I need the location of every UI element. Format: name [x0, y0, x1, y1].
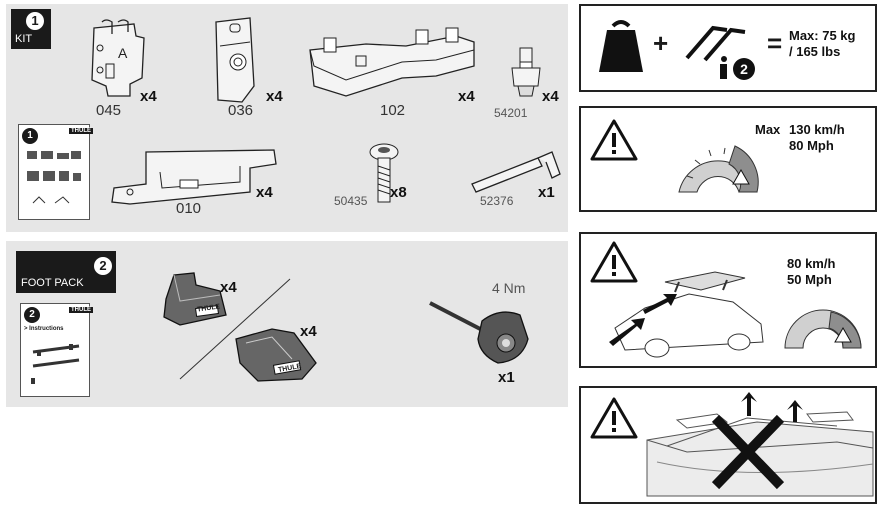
foot-b-illustration: [235, 328, 317, 382]
kit-booklet-number: 1: [22, 128, 38, 144]
weight-icon: [599, 20, 643, 72]
svg-text:A: A: [118, 45, 128, 61]
part-50435-code: 50435: [334, 194, 368, 208]
torque-value: 4 Nm: [492, 280, 526, 296]
speed-gauge-icon: [678, 145, 759, 193]
foot-pack-instruction-booklet: 2 THULE > Instructions: [20, 303, 93, 397]
warning-triangle-icon: [590, 119, 638, 161]
max-speed-prefix: Max: [755, 122, 781, 137]
kit-instruction-booklet: 1 THULE: [18, 124, 93, 220]
part-52376-code: 52376: [480, 194, 514, 208]
part-50435-qty: x8: [390, 184, 407, 201]
car-with-load-icon: [609, 271, 764, 358]
part-102-code: 102: [380, 102, 406, 119]
foot-booklet-title: > Instructions: [24, 326, 64, 332]
no-lifting-box: [579, 386, 877, 504]
foot-booklet-brand: THULE: [69, 307, 93, 313]
kit-booklet-brand: THULE: [69, 128, 93, 134]
part-102-illustration: [309, 27, 475, 97]
part-045-illustration: A: [91, 19, 145, 97]
foot-pack-panel: 2 FOOT PACK 2 THULE > Instructions THULE…: [6, 241, 568, 407]
part-036-illustration: [215, 17, 255, 103]
plus-sign: +: [653, 28, 669, 58]
foot-pack-badge-number-circle: 2: [94, 257, 112, 275]
foot-a-illustration: [163, 272, 227, 326]
foot-a-qty: x4: [220, 279, 237, 296]
part-54201-illustration: [511, 47, 541, 97]
roof-lift-prohibited-icon: [646, 392, 874, 497]
max-speed-box: Max 130 km/h 80 Mph: [579, 106, 877, 212]
foot-booklet-bars-icon: [31, 344, 80, 384]
foot-divider-line: [179, 278, 291, 380]
equals-sign: =: [767, 28, 783, 58]
warning-triangle-icon: [590, 397, 638, 439]
part-045-qty: x4: [140, 88, 157, 105]
part-102-qty: x4: [458, 88, 475, 105]
part-52376-qty: x1: [538, 184, 555, 201]
foot-b-qty: x4: [300, 323, 317, 340]
kit-booklet-parts-icon: [27, 151, 81, 204]
part-54201-code: 54201: [494, 106, 528, 120]
part-010-illustration: [111, 149, 277, 205]
max-load-box: + 2 = Max: 75 kg / 165 lbs: [579, 4, 877, 92]
load-speed-text: 80 km/h 50 Mph: [787, 256, 836, 287]
part-54201-qty: x4: [542, 88, 559, 105]
part-52376-illustration: [471, 151, 561, 193]
kit-badge-number-circle: 1: [26, 12, 44, 30]
foot-booklet-number: 2: [24, 307, 40, 323]
part-036-code: 036: [228, 102, 254, 119]
part-045-code: 045: [96, 102, 122, 119]
kit-badge: 1 KIT: [11, 9, 51, 49]
torque-tool-qty: x1: [498, 369, 515, 386]
info-number-circle: 2: [733, 58, 755, 80]
foot-pack-badge: 2 FOOT PACK: [16, 251, 116, 293]
max-speed-text: 130 km/h 80 Mph: [789, 122, 845, 153]
part-50435-illustration: [369, 143, 399, 203]
torque-tool-illustration: [429, 301, 529, 364]
kit-badge-label: KIT: [15, 33, 33, 45]
roof-bars-icon: [685, 25, 746, 62]
kit-panel: 1 KIT A x4 045 x4 036 x4 102 x: [6, 4, 568, 232]
load-speed-box: 80 km/h 50 Mph: [579, 232, 877, 368]
warning-triangle-icon: [590, 241, 638, 283]
part-010-qty: x4: [256, 184, 273, 201]
part-036-qty: x4: [266, 88, 283, 105]
speed-gauge-icon: [784, 309, 862, 349]
part-010-code: 010: [176, 200, 202, 217]
info-icon: [720, 56, 727, 79]
max-load-text: Max: 75 kg / 165 lbs: [789, 28, 856, 59]
foot-pack-badge-label: FOOT PACK: [21, 277, 84, 289]
